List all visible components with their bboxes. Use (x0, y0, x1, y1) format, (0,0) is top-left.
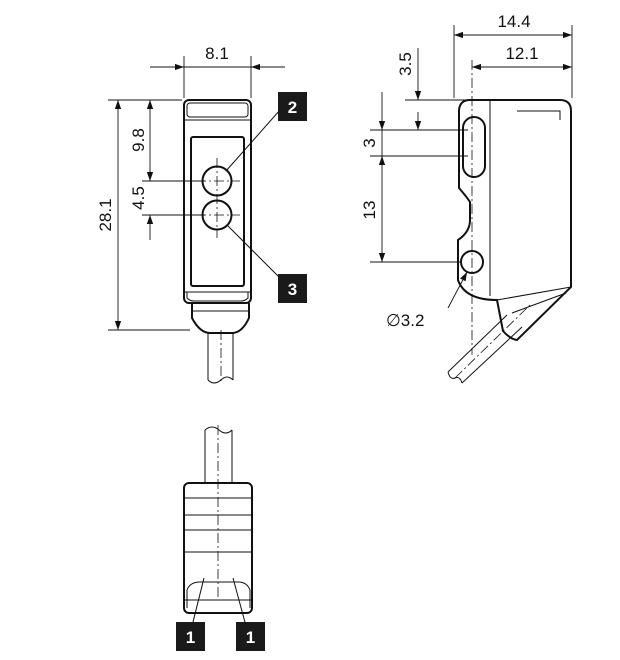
front-optics-window (190, 136, 245, 287)
bottom-housing (183, 482, 253, 614)
side-bottom-edge (496, 286, 572, 301)
side-dimensions: 14.4 12.1 3.5 3 13 ∅3.2 (360, 12, 573, 330)
bottom-view (183, 425, 253, 614)
front-callouts: 2 3 (225, 92, 307, 303)
side-housing (457, 99, 572, 342)
dim-front-width: 8.1 (205, 44, 229, 63)
front-housing (183, 99, 252, 304)
bottom-cable-break (204, 426, 233, 434)
callout-3-box (278, 274, 307, 303)
dim-front-led-spacing: 4.5 (129, 186, 148, 210)
side-mounting-slot (462, 116, 486, 178)
front-dimensions: 8.1 28.1 9.8 4.5 (96, 44, 285, 331)
callout-3-label: 3 (288, 280, 297, 299)
dim-side-slot-height: 3 (360, 138, 379, 147)
front-cable-boot (191, 303, 250, 334)
callout-2-box (278, 92, 307, 121)
front-top-band (186, 102, 249, 118)
dim-side-body-depth: 12.1 (505, 44, 538, 63)
side-cable-exit-edge (511, 292, 567, 314)
side-cable-lower-edge (461, 326, 523, 384)
front-bottom-band (186, 292, 249, 302)
callout-2-leader (225, 109, 281, 172)
callout-1-right-label: 1 (246, 628, 255, 647)
dim-front-top-to-led: 9.8 (129, 128, 148, 152)
callout-1-left-label: 1 (186, 628, 195, 647)
side-cable-upper-edge (447, 314, 508, 373)
front-cable-break (207, 376, 234, 384)
callout-1-right-leader (232, 577, 247, 627)
side-top-detail (517, 110, 561, 120)
front-view (183, 99, 252, 384)
dim-diameter-leader (447, 271, 468, 309)
callout-1-left-box (176, 622, 205, 651)
bottom-lens-face (186, 581, 251, 608)
side-view (447, 60, 572, 384)
dim-side-hole-diameter: ∅3.2 (386, 311, 424, 330)
callout-3-leader (227, 225, 282, 280)
callout-1-right-box (236, 622, 265, 651)
callout-1-left-leader (191, 577, 205, 627)
dim-side-top-to-hole: 3.5 (396, 52, 415, 76)
callout-2-label: 2 (288, 98, 297, 117)
bottom-callouts: 1 1 (176, 577, 265, 651)
dim-side-hole-spacing: 13 (360, 201, 379, 220)
side-cable-centerline (454, 304, 531, 379)
dim-side-total-depth: 14.4 (497, 12, 530, 31)
dim-front-height: 28.1 (96, 198, 115, 231)
